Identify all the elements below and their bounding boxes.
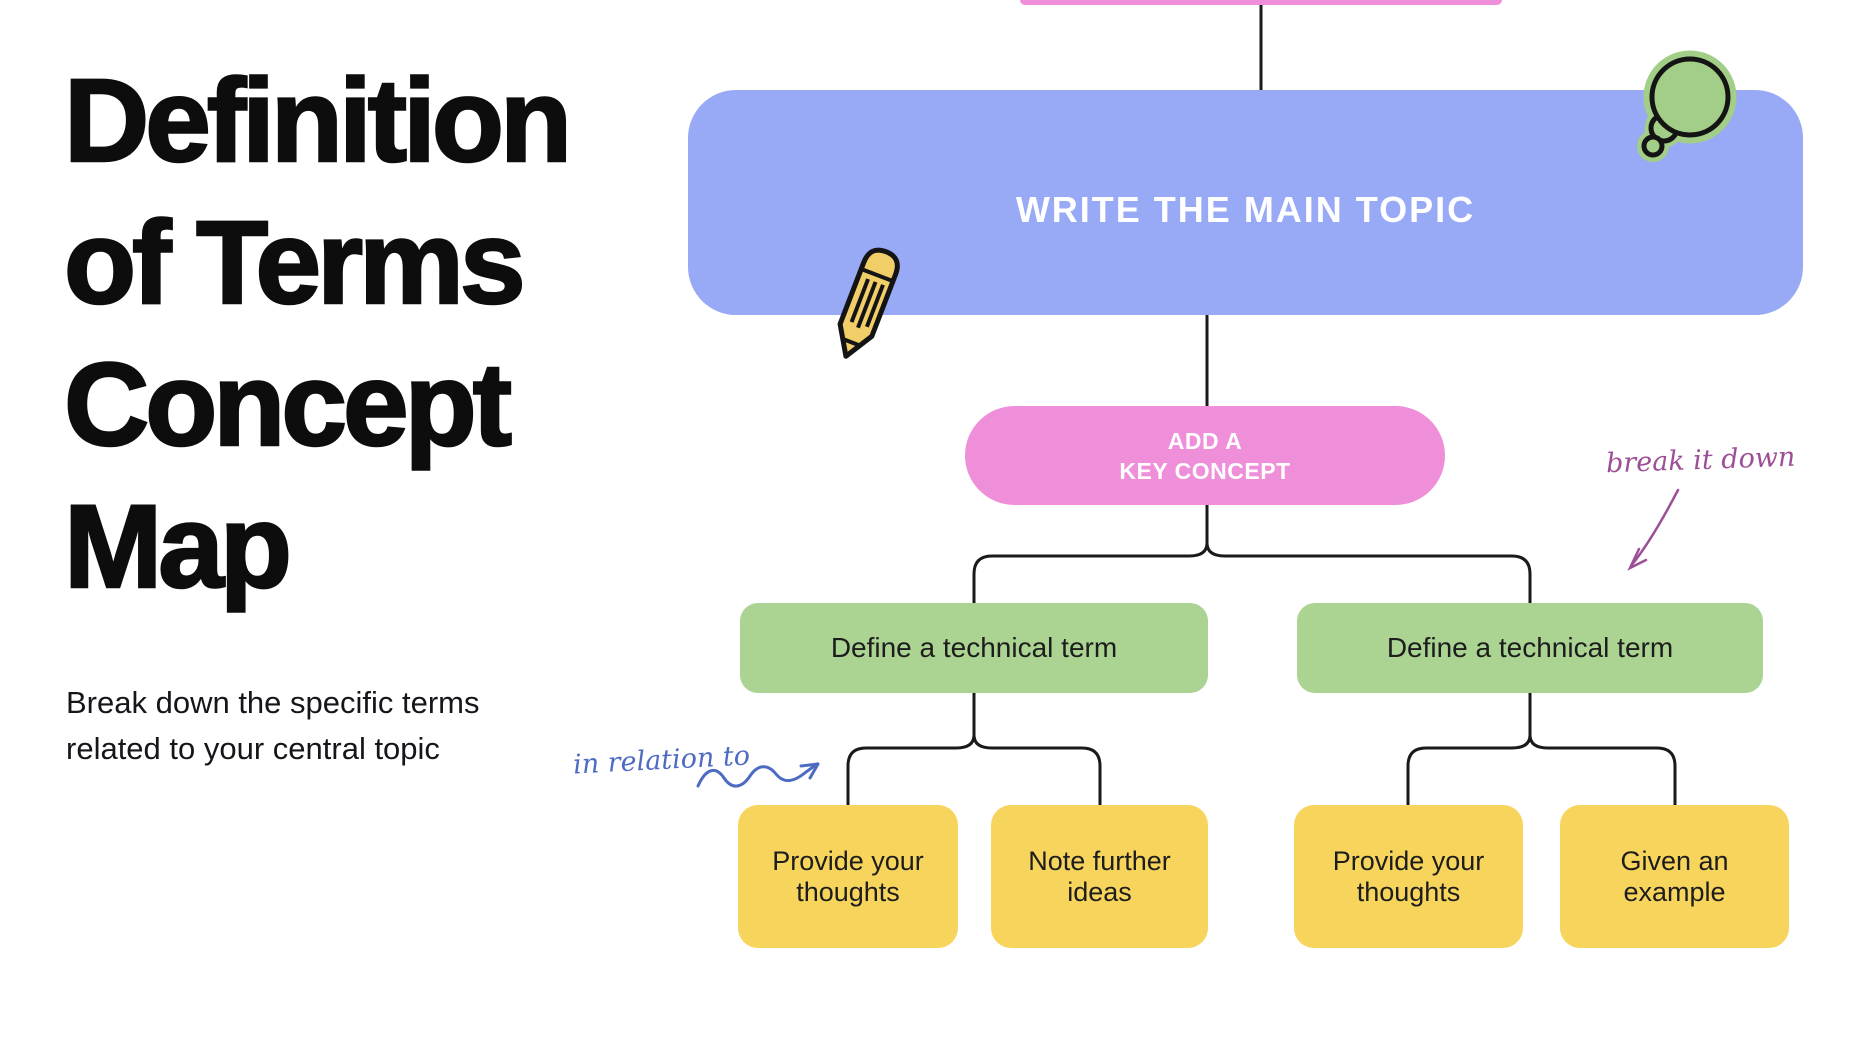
leaf-label: Provide your thoughts (772, 845, 924, 907)
main-topic-label: WRITE THE MAIN TOPIC (1015, 188, 1476, 230)
page-subtitle: Break down the specific terms related to… (66, 685, 480, 766)
break-it-down-annotation: break it down (1605, 441, 1796, 480)
leaf-label: Provide your thoughts (1332, 845, 1485, 907)
connector-term-left-bracket (846, 734, 1102, 805)
leaf-node-provide-thoughts-right[interactable]: Provide your thoughts (1294, 805, 1523, 948)
connector-key-bracket (972, 542, 1532, 603)
leaf-label: Note further ideas (1028, 845, 1171, 907)
key-concept-node[interactable]: ADD A KEY CONCEPT (965, 406, 1445, 505)
leaf-label: Given an example (1620, 845, 1729, 907)
leaf-node-provide-thoughts-left[interactable]: Provide your thoughts (738, 805, 958, 948)
term-node-left[interactable]: Define a technical term (740, 603, 1208, 693)
leaf-node-given-an-example[interactable]: Given an example (1560, 805, 1789, 948)
connector-term-right-bracket (1406, 734, 1677, 805)
page-title: Definition of Terms Concept Map (63, 54, 574, 615)
key-concept-label: ADD A KEY CONCEPT (1119, 427, 1291, 484)
term-node-right[interactable]: Define a technical term (1297, 603, 1763, 693)
break-it-down-arrow-icon (1627, 488, 1680, 571)
leaf-node-note-further-ideas[interactable]: Note further ideas (991, 805, 1208, 948)
term-left-label: Define a technical term (830, 632, 1118, 663)
in-relation-to-squiggle-arrow-icon (696, 762, 820, 788)
main-topic-node[interactable]: WRITE THE MAIN TOPIC (688, 90, 1803, 315)
term-right-label: Define a technical term (1386, 632, 1674, 663)
top-edge-node[interactable] (1020, 0, 1502, 5)
